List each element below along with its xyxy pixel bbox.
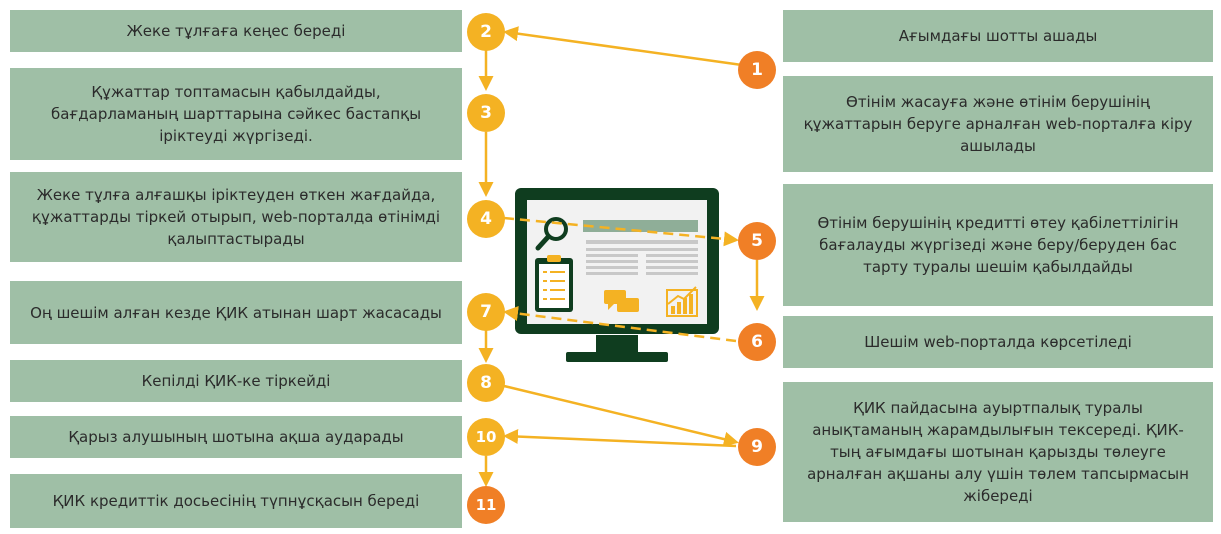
step-11-badge: 11 — [467, 486, 505, 524]
step-5-badge: 5 — [738, 222, 776, 260]
left-box-4: Оң шешім алған кезде ҚИК атынан шарт жас… — [10, 281, 462, 344]
step-8-badge: 8 — [467, 364, 505, 402]
right-box-5: ҚИК пайдасына ауыртпалық туралы анықтама… — [783, 382, 1213, 522]
left-box-7: ҚИК кредиттік досьесінің түпнұсқасын бер… — [10, 474, 462, 528]
left-box-1: Жеке тұлғаға кеңес береді — [10, 10, 462, 52]
left-box-6: Қарыз алушының шотына ақша аударады — [10, 416, 462, 458]
right-box-2: Өтінім жасауға және өтінім берушінің құж… — [783, 76, 1213, 172]
step-9-badge: 9 — [738, 428, 776, 466]
monitor-illustration — [515, 188, 719, 362]
step-1-badge: 1 — [738, 51, 776, 89]
clipboard-icon — [535, 255, 573, 312]
step-3-badge: 3 — [467, 94, 505, 132]
left-box-3: Жеке тұлға алғашқы іріктеуден өткен жағд… — [10, 172, 462, 262]
right-box-3: Өтінім берушінің кредитті өтеу қабілетті… — [783, 184, 1213, 306]
right-box-1: Ағымдағы шотты ашады — [783, 10, 1213, 62]
connector-8-9 — [503, 384, 739, 447]
right-box-4: Шешім web-порталда көрсетіледі — [783, 316, 1213, 368]
connector-1-2 — [503, 26, 743, 67]
connector-4-5 — [503, 216, 739, 247]
connector-9-10 — [503, 429, 737, 448]
step-6-badge: 6 — [738, 323, 776, 361]
chat-icon — [604, 290, 639, 312]
step-2-badge: 2 — [467, 13, 505, 51]
step-10-badge: 10 — [467, 418, 505, 456]
magnifier-icon — [535, 217, 568, 251]
left-box-2: Құжаттар топтамасын қабылдайды, бағдарла… — [10, 68, 462, 160]
left-box-5: Кепілді ҚИК-ке тіркейді — [10, 360, 462, 402]
growth-chart-icon — [666, 286, 698, 317]
step-7-badge: 7 — [467, 293, 505, 331]
step-4-badge: 4 — [467, 200, 505, 238]
connector-6-7 — [503, 306, 737, 343]
